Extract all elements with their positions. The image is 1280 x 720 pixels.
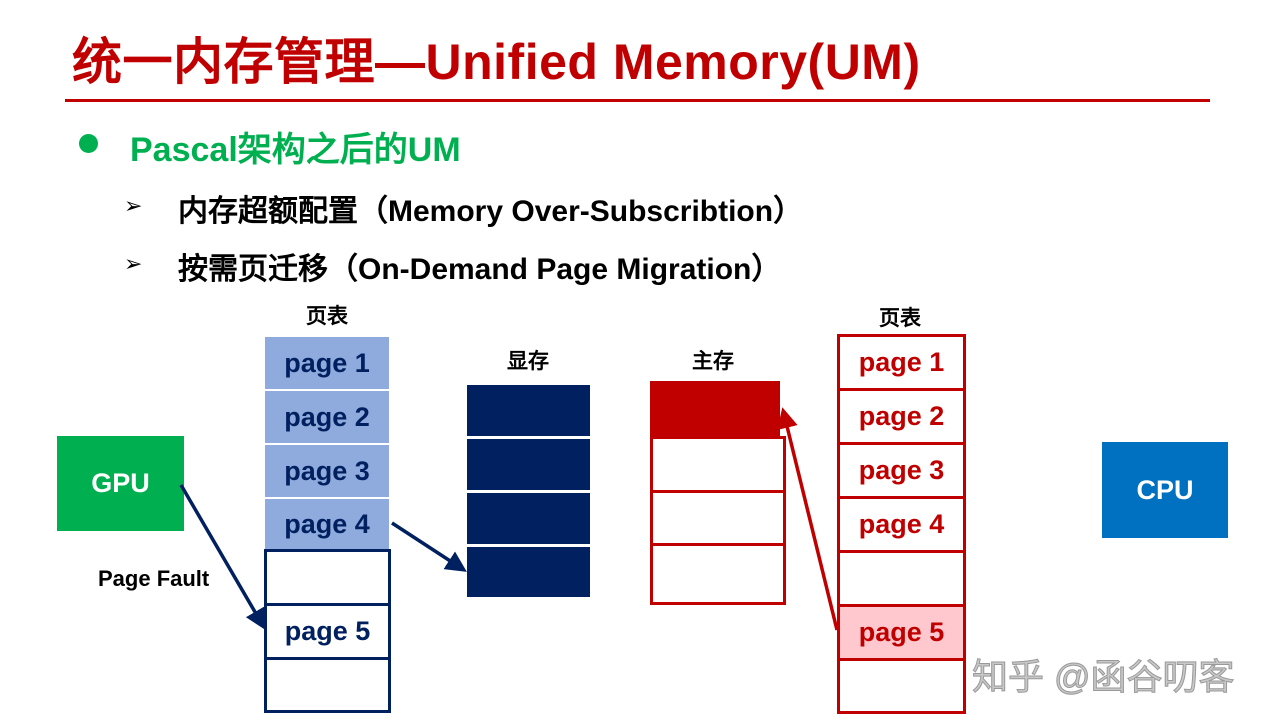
vram-block xyxy=(467,547,590,597)
main-memory-block xyxy=(650,436,786,499)
watermark: 知乎 @函谷叨客 xyxy=(972,656,1236,698)
sub-bullet-oversubscription: 内存超额配置（Memory Over-Subscribtion） xyxy=(178,195,804,228)
cpu-page-empty xyxy=(837,550,966,607)
cpu-box: CPU xyxy=(1102,442,1228,538)
main-memory-label: 主存 xyxy=(692,350,734,373)
cpu-page-table-label: 页表 xyxy=(879,307,921,330)
vram-block xyxy=(467,385,590,436)
vram-block xyxy=(467,439,590,490)
gpu-page-empty xyxy=(264,657,391,713)
gpu-page-3: page 3 xyxy=(265,445,389,497)
gpu-page-1: page 1 xyxy=(265,337,389,389)
page5-to-main-memory-arrow xyxy=(777,407,839,631)
arrow-bullet-icon: ➢ xyxy=(124,251,143,276)
bullet-dot-icon xyxy=(79,134,98,153)
main-memory-block-filled xyxy=(650,381,780,438)
vram-label: 显存 xyxy=(507,350,549,373)
page-fault-arrow xyxy=(179,484,266,631)
cpu-page-empty xyxy=(837,658,966,714)
vram-block xyxy=(467,493,590,544)
title-divider xyxy=(65,99,1210,102)
gpu-page-empty xyxy=(264,549,391,606)
page-fault-label: Page Fault xyxy=(98,566,210,591)
page4-to-vram-arrow xyxy=(391,521,467,572)
gpu-page-4: page 4 xyxy=(265,499,389,550)
gpu-box: GPU xyxy=(57,436,184,531)
slide-title: 统一内存管理—Unified Memory(UM) xyxy=(72,34,921,90)
main-memory-block xyxy=(650,543,786,605)
arrow-bullet-icon: ➢ xyxy=(124,193,143,218)
sub-bullet-migration: 按需页迁移（On-Demand Page Migration） xyxy=(178,253,782,286)
gpu-page-2: page 2 xyxy=(265,391,389,443)
gpu-page-table-label: 页表 xyxy=(306,305,348,328)
main-bullet: Pascal架构之后的UM xyxy=(130,131,461,169)
cpu-page-1: page 1 xyxy=(837,334,966,391)
